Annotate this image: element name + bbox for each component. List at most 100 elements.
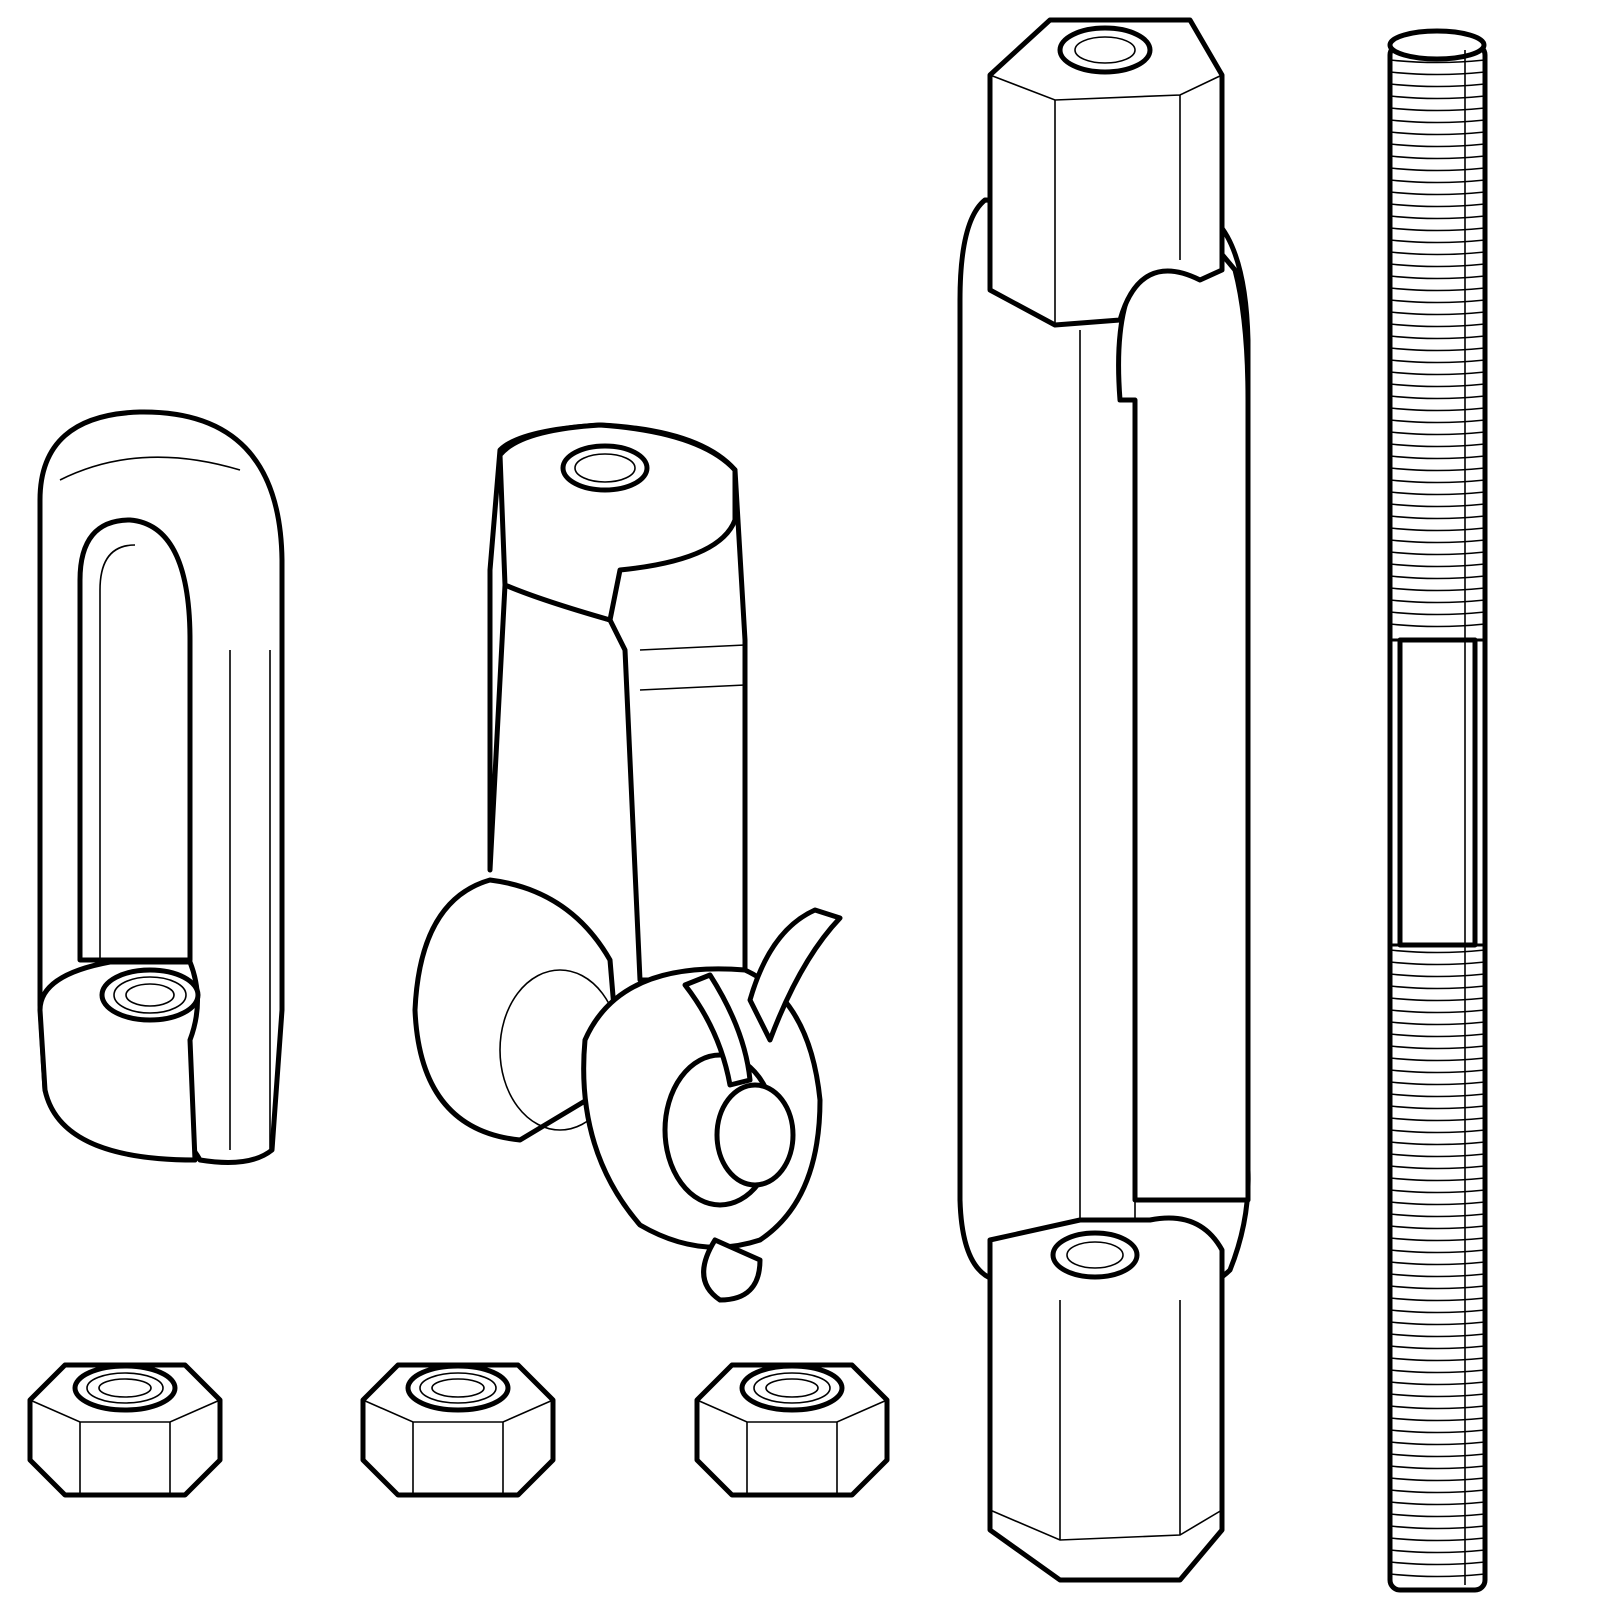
thread-line [1389, 239, 1486, 244]
thread-line [1389, 1141, 1486, 1146]
thread-line [1389, 1537, 1486, 1542]
thread-line [1389, 371, 1486, 376]
thread-line [1389, 623, 1486, 628]
thread-line [1389, 1057, 1486, 1062]
thread-line [1389, 539, 1486, 544]
thread-line [1389, 491, 1486, 496]
thread-line [1389, 287, 1486, 292]
thread-line [1389, 119, 1486, 124]
thread-line [1389, 227, 1486, 232]
thread-line [1389, 1069, 1486, 1074]
thread-line [1389, 961, 1486, 966]
turnbuckle-body [957, 17, 1251, 1583]
thread-line [1389, 1573, 1486, 1578]
thread-line [1389, 131, 1486, 136]
thread-line [1389, 1513, 1486, 1518]
thread-line [1389, 155, 1486, 160]
thread-line [1389, 203, 1486, 208]
thread-line [1389, 551, 1486, 556]
thread-line [1389, 1489, 1486, 1494]
thread-line [1389, 251, 1486, 256]
thread-line [1389, 997, 1486, 1002]
thread-line [1389, 1405, 1486, 1410]
thread-line [1389, 299, 1486, 304]
thread-line [1389, 167, 1486, 172]
thread-line [1389, 419, 1486, 424]
thread-line [1389, 95, 1486, 100]
thread-line [1389, 59, 1486, 64]
thread-line [1389, 1129, 1486, 1134]
thread-line [1389, 263, 1486, 268]
thread-line [1389, 1177, 1486, 1182]
thread-line [1389, 179, 1486, 184]
thread-line [1389, 311, 1486, 316]
hex-nut [360, 1362, 556, 1498]
thread-line [1389, 1105, 1486, 1110]
thread-line [1389, 515, 1486, 520]
thread-line [1389, 1165, 1486, 1170]
thread-line [1389, 1285, 1486, 1290]
thread-line [1389, 1153, 1486, 1158]
thread-line [1389, 599, 1486, 604]
thread-line [1389, 143, 1486, 148]
thread-line [1389, 1021, 1486, 1026]
threaded-rod [1387, 28, 1488, 1593]
eye-nut [37, 409, 285, 1165]
thread-line [1389, 1429, 1486, 1434]
thread-line [1389, 527, 1486, 532]
thread-line [1389, 467, 1486, 472]
thread-line [1389, 323, 1486, 328]
thread-line [1389, 985, 1486, 990]
thread-line [1389, 1261, 1486, 1266]
thread-line [1389, 1201, 1486, 1206]
hex-nut [694, 1362, 890, 1498]
thread-line [1389, 973, 1486, 978]
thread-line [1389, 107, 1486, 112]
thread-line [1389, 1465, 1486, 1470]
thread-line [1389, 1357, 1486, 1362]
thread-line [1389, 1297, 1486, 1302]
thread-line [1389, 1189, 1486, 1194]
thread-line [1389, 1309, 1486, 1314]
thread-line [1389, 1441, 1486, 1446]
thread-line [1389, 587, 1486, 592]
thread-line [1389, 1393, 1486, 1398]
thread-line [1389, 359, 1486, 364]
thread-line [1389, 1549, 1486, 1554]
thread-line [1389, 503, 1486, 508]
thread-line [1389, 1333, 1486, 1338]
thread-line [1389, 1561, 1486, 1566]
thread-line [1389, 949, 1486, 954]
thread-line [1389, 215, 1486, 220]
thread-line [1389, 1213, 1486, 1218]
thread-line [1389, 1525, 1486, 1530]
thread-line [1389, 1009, 1486, 1014]
thread-line [1389, 431, 1486, 436]
thread-line [1389, 1225, 1486, 1230]
thread-line [1389, 1381, 1486, 1386]
thread-line [1389, 1369, 1486, 1374]
thread-line [1389, 1249, 1486, 1254]
thread-line [1389, 1501, 1486, 1506]
thread-line [1389, 443, 1486, 448]
thread-line [1389, 191, 1486, 196]
thread-line [1389, 1321, 1486, 1326]
thread-line [1389, 275, 1486, 280]
thread-line [1389, 1453, 1486, 1458]
thread-line [1389, 1081, 1486, 1086]
thread-line [1389, 407, 1486, 412]
clevis-shackle [412, 422, 843, 1303]
thread-line [1389, 611, 1486, 616]
thread-line [1389, 1477, 1486, 1482]
thread-line [1389, 455, 1486, 460]
thread-line [1389, 1045, 1486, 1050]
hex-nuts [27, 1362, 890, 1498]
thread-line [1389, 335, 1486, 340]
thread-line [1389, 347, 1486, 352]
thread-line [1389, 395, 1486, 400]
thread-line [1389, 83, 1486, 88]
thread-line [1389, 383, 1486, 388]
thread-line [1389, 575, 1486, 580]
thread-line [1389, 1237, 1486, 1242]
